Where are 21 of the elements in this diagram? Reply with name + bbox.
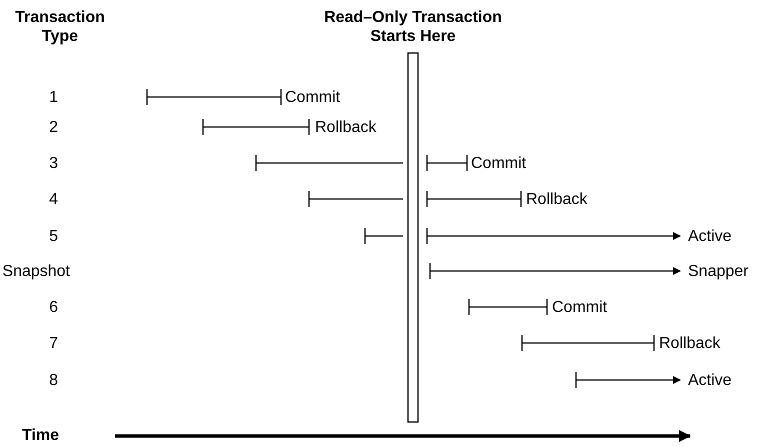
outcome-label: Active <box>688 227 732 246</box>
outcome-label: Rollback <box>659 334 720 353</box>
column-heading: Transaction Type <box>14 8 106 46</box>
outcome-label: Rollback <box>526 190 588 209</box>
axis-label: Time <box>22 426 60 445</box>
row-number: 5 <box>49 227 58 246</box>
outcome-label: Commit <box>552 298 608 317</box>
row-label: Snapshot <box>2 262 70 281</box>
outcome-label: Active <box>688 371 732 390</box>
outcome-label: Rollback <box>315 118 376 137</box>
row-number: 6 <box>49 298 58 317</box>
column-heading: Read–Only Transaction Starts Here <box>323 8 503 46</box>
row-number: 4 <box>49 190 58 209</box>
outcome-label: Commit <box>471 154 526 173</box>
row-number: 1 <box>49 88 58 107</box>
row-number: 7 <box>49 334 58 353</box>
row-number: 3 <box>49 154 58 173</box>
row-number: 8 <box>49 371 58 390</box>
outcome-label: Commit <box>285 88 340 107</box>
outcome-label: Snapper <box>688 262 748 281</box>
row-number: 2 <box>49 118 58 137</box>
